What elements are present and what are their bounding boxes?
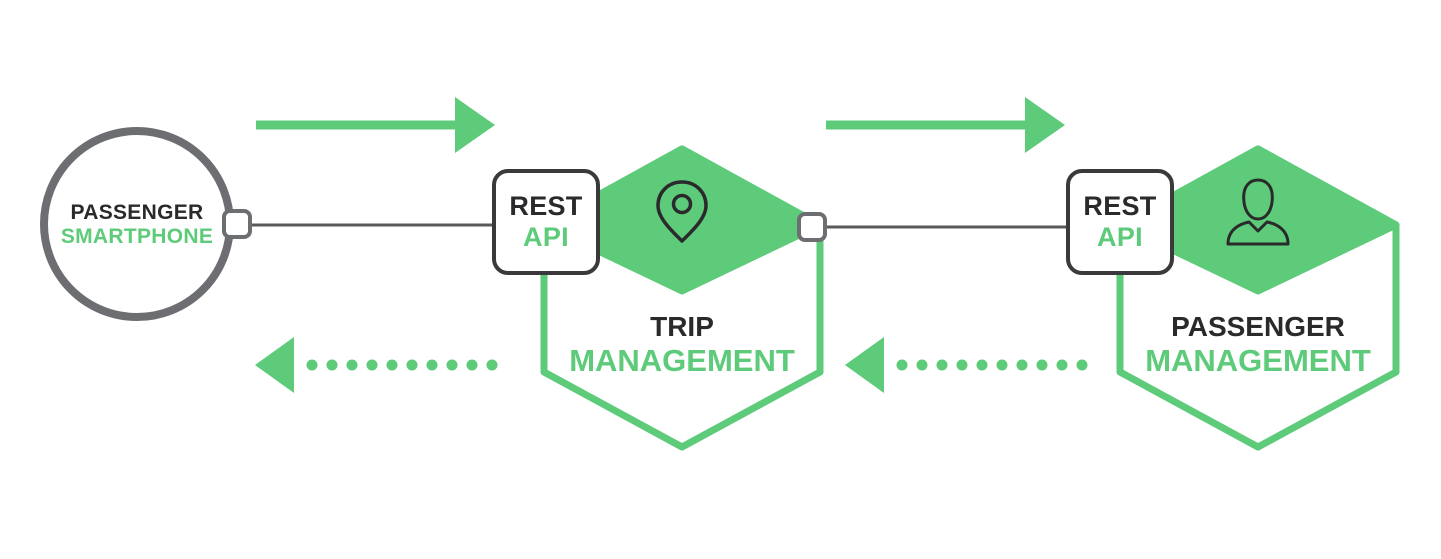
arrow-right-top-right-icon bbox=[826, 97, 1065, 153]
connector-square-trip bbox=[797, 212, 827, 242]
person-icon bbox=[1226, 178, 1290, 246]
connector-square-smartphone bbox=[222, 209, 252, 239]
arrow-left-dotted-bottom-left-icon bbox=[255, 337, 498, 393]
rest-api-left-node bbox=[492, 169, 600, 275]
arrow-right-top-left-icon bbox=[256, 97, 495, 153]
passenger-smartphone-node bbox=[40, 127, 234, 321]
arrow-left-dotted-bottom-right-icon bbox=[845, 337, 1088, 393]
location-pin-icon bbox=[656, 180, 708, 243]
rest-api-right-node bbox=[1066, 169, 1174, 275]
